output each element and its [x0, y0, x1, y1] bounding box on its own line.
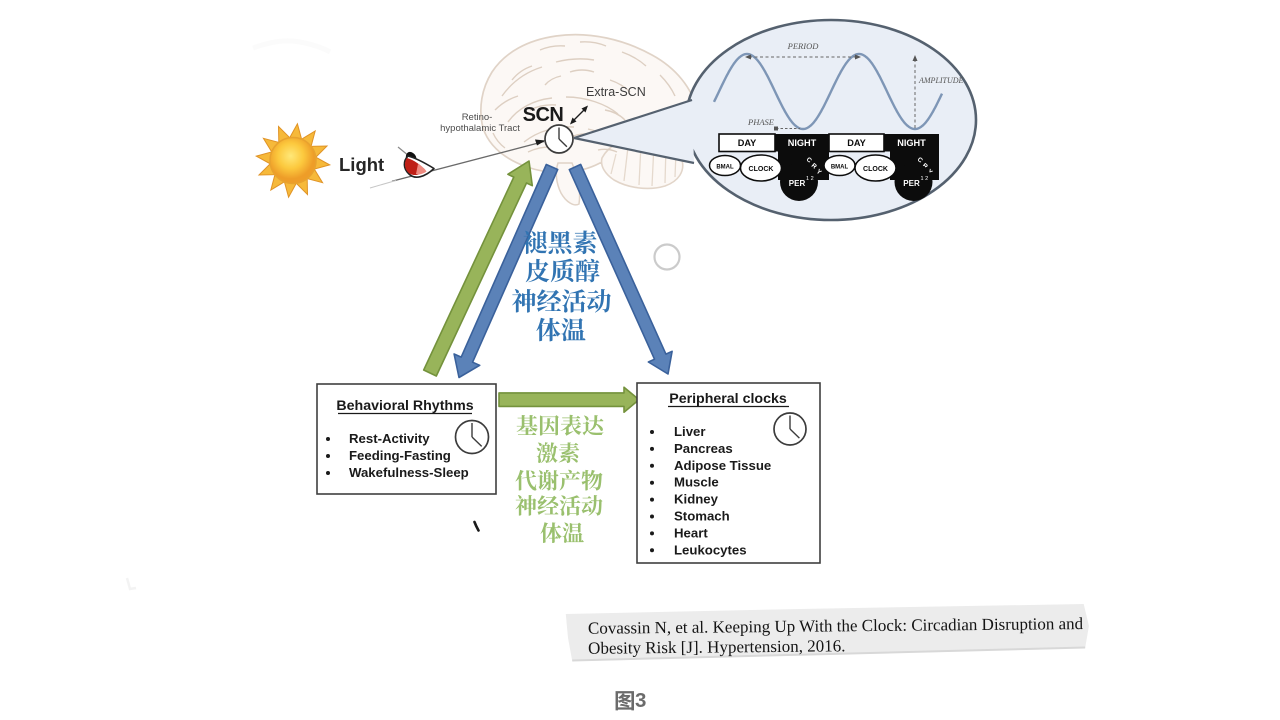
- svg-text:NIGHT: NIGHT: [788, 138, 817, 148]
- svg-text:Wakefulness-Sleep: Wakefulness-Sleep: [349, 465, 469, 480]
- svg-text:R: R: [810, 162, 818, 171]
- svg-text:R: R: [921, 162, 929, 171]
- svg-text:Peripheral clocks: Peripheral clocks: [669, 391, 787, 407]
- svg-text:PERIOD: PERIOD: [787, 41, 820, 51]
- svg-text:Heart: Heart: [674, 525, 708, 540]
- svg-text:Rest-Activity: Rest-Activity: [349, 431, 430, 446]
- svg-text:PER: PER: [903, 179, 920, 188]
- svg-text:Adipose Tissue: Adipose Tissue: [674, 458, 771, 473]
- svg-text:SCN: SCN: [523, 104, 564, 126]
- svg-text:Pancreas: Pancreas: [674, 441, 733, 456]
- svg-text:CLOCK: CLOCK: [863, 166, 888, 173]
- svg-text:Extra-SCN: Extra-SCN: [586, 85, 646, 99]
- svg-text:Feeding-Fasting: Feeding-Fasting: [349, 448, 451, 463]
- svg-text:DAY: DAY: [738, 138, 757, 148]
- svg-text:Leukocytes: Leukocytes: [674, 542, 747, 557]
- svg-text:1 2: 1 2: [806, 176, 814, 182]
- svg-text:BMAL: BMAL: [716, 165, 734, 171]
- svg-text:C: C: [916, 156, 924, 165]
- svg-text:1 2: 1 2: [921, 176, 929, 182]
- svg-text:Stomach: Stomach: [674, 509, 730, 524]
- svg-text:CLOCK: CLOCK: [749, 166, 774, 173]
- svg-text:DAY: DAY: [847, 138, 866, 148]
- svg-text:PER: PER: [789, 179, 806, 188]
- svg-text:Liver: Liver: [674, 424, 706, 439]
- svg-text:Y: Y: [815, 168, 823, 177]
- svg-text:C: C: [805, 156, 813, 165]
- svg-text:Light: Light: [339, 154, 384, 175]
- svg-text:Muscle: Muscle: [674, 475, 719, 490]
- svg-text:Covassin N, et al. Keeping Up: Covassin N, et al. Keeping Up With the C…: [588, 614, 1084, 638]
- svg-text:Retino-: Retino-: [462, 112, 493, 123]
- svg-text:hypothalamic Tract: hypothalamic Tract: [440, 123, 520, 134]
- svg-text:Behavioral Rhythms: Behavioral Rhythms: [336, 398, 473, 414]
- svg-text:AMPLITUDE: AMPLITUDE: [918, 76, 964, 85]
- svg-text:BMAL: BMAL: [831, 165, 849, 171]
- svg-text:Obesity Risk [J]. Hypertension: Obesity Risk [J]. Hypertension, 2016.: [588, 636, 846, 657]
- svg-text:Kidney: Kidney: [674, 492, 719, 507]
- svg-text:3: 3: [635, 689, 646, 712]
- svg-text:NIGHT: NIGHT: [897, 138, 926, 148]
- svg-text:PHASE: PHASE: [747, 117, 775, 127]
